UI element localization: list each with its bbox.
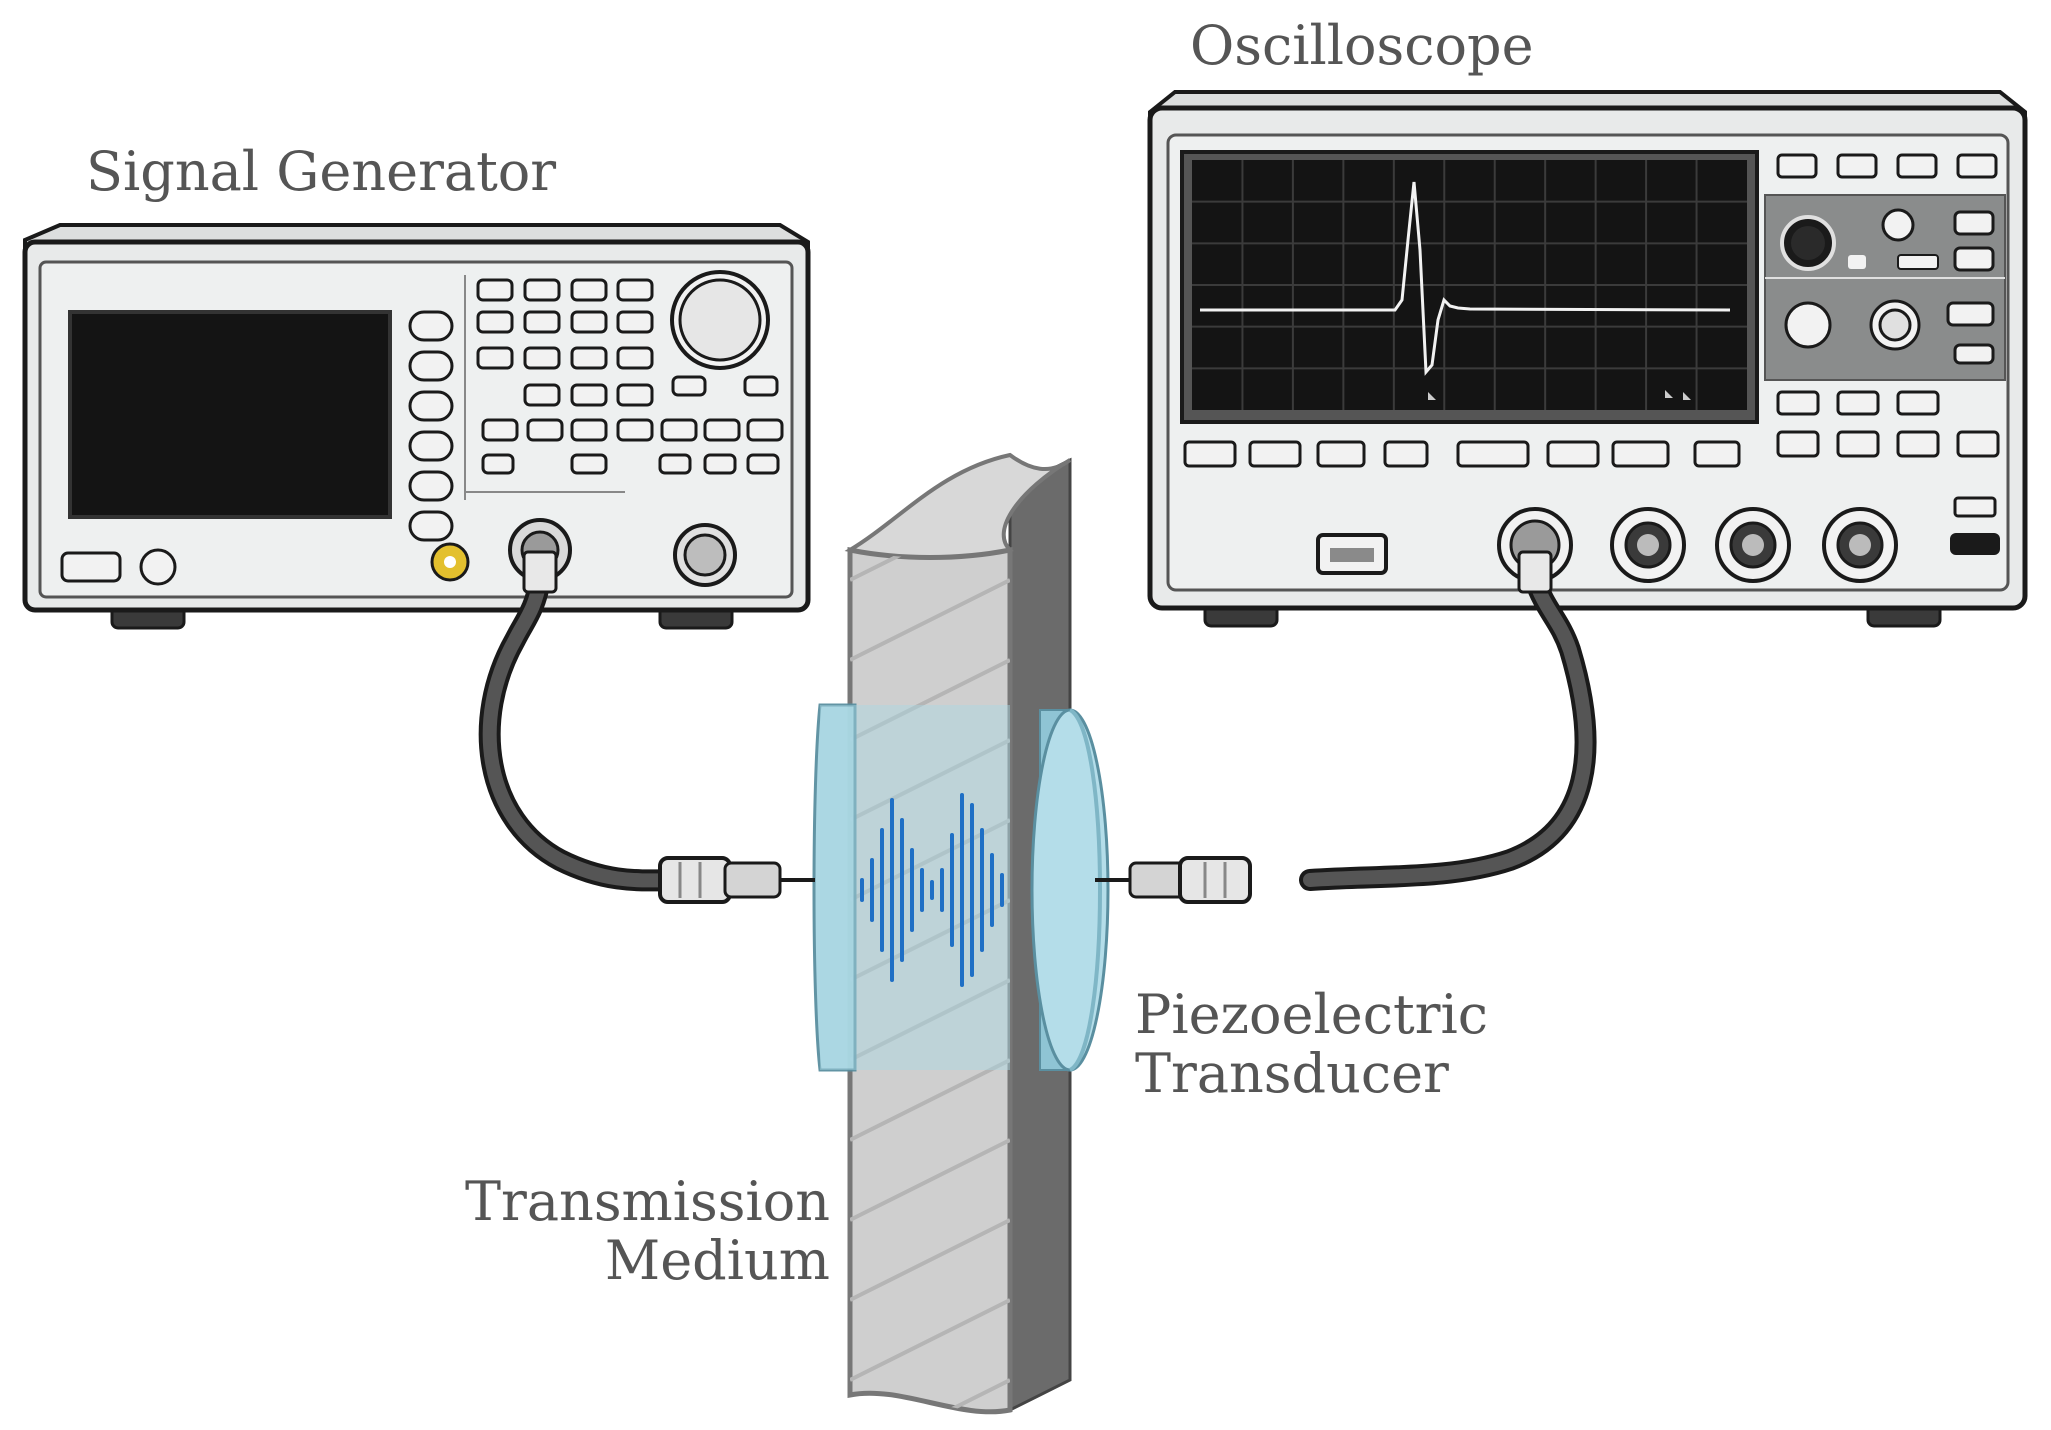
ultrasonic-wave	[860, 793, 1004, 987]
piezoelectric-transducer-label: Piezoelectric Transducer	[1135, 985, 1488, 1104]
transducer-right	[1030, 708, 1110, 1072]
medium-label-line1: Transmission	[465, 1170, 830, 1233]
cable-oscilloscope	[1299, 569, 1597, 891]
bnc-connector-icon	[1095, 856, 1252, 904]
transmission-medium-label: Transmission Medium	[455, 1172, 830, 1291]
oscilloscope-label: Oscilloscope	[1190, 14, 1534, 77]
cable-generator	[478, 569, 691, 892]
rotary-knob-icon	[670, 270, 770, 370]
usb-port-icon	[1316, 533, 1388, 575]
piezo-label-line2: Transducer	[1135, 1042, 1449, 1106]
signal-generator-label: Signal Generator	[86, 140, 557, 203]
medium-label-line2: Medium	[604, 1229, 830, 1293]
oscilloscope-trace	[1200, 181, 1731, 376]
bnc-connector-icon	[658, 856, 815, 904]
oscilloscope	[1147, 90, 2028, 628]
signal-generator-screen	[68, 310, 392, 519]
rotary-knob-icon	[1780, 215, 1836, 271]
signal-generator	[22, 223, 811, 630]
transducer-left	[812, 703, 1010, 1072]
piezo-label-line1: Piezoelectric	[1135, 983, 1488, 1046]
